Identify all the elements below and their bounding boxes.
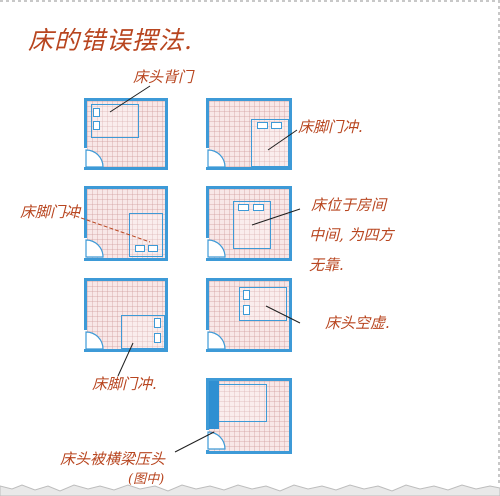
room-plan-6 [206,278,292,352]
pillow-icon [253,204,264,211]
door-swing-icon [207,431,226,450]
label-bed-centered-line-1: 床位于房间 [311,196,387,214]
room-plan-4 [206,186,292,261]
room-plan-1 [84,98,168,170]
leader-line [251,208,301,226]
label-bed-centered-line-3: 无靠. [309,256,344,274]
label-beam-over-bed-head-line-2: (图中) [128,472,165,487]
pillow-icon [154,333,161,343]
page-border [0,0,500,2]
pillow-icon [238,204,249,211]
ceiling-beam-icon [209,381,219,429]
pillow-icon [257,122,268,129]
room-plan-2 [206,98,292,170]
pillow-icon [93,108,100,117]
leader-line [174,431,215,453]
label-bed-head-back-to-door: 床头背门 [133,68,194,86]
torn-paper-edge [0,484,500,496]
leader-line [109,85,151,113]
pillow-icon [243,305,250,315]
pillow-icon [135,245,145,252]
label-bed-head-unsupported: 床头空虚. [325,314,390,332]
label-bed-foot-facing-door: 床脚门冲. [298,118,363,136]
diagram-title: 床的错误摆法. [28,26,193,55]
label-bed-foot-facing-door: 床脚门冲. [92,375,157,393]
room-plan-3 [84,186,168,261]
pillow-icon [154,318,161,328]
pillow-icon [271,122,282,129]
label-beam-over-bed-head-line-1: 床头被横梁压头 [60,450,166,468]
room-plan-5 [84,278,168,352]
door-swing-icon [85,239,104,258]
leader-line [265,305,301,324]
door-swing-icon [207,331,226,350]
page-border [498,0,500,486]
pillow-icon [93,121,100,130]
pillow-icon [243,290,250,300]
door-swing-icon [207,239,226,258]
label-bed-centered-line-2: 中间, 为四方 [309,226,394,244]
pillow-icon [148,245,158,252]
leader-line [267,129,298,151]
door-swing-icon [85,331,104,350]
label-bed-foot-facing-door: 床脚门冲 [20,203,81,221]
door-swing-icon [207,149,226,168]
door-swing-icon [85,149,104,168]
leader-line [117,342,134,377]
leader-line [63,211,151,243]
